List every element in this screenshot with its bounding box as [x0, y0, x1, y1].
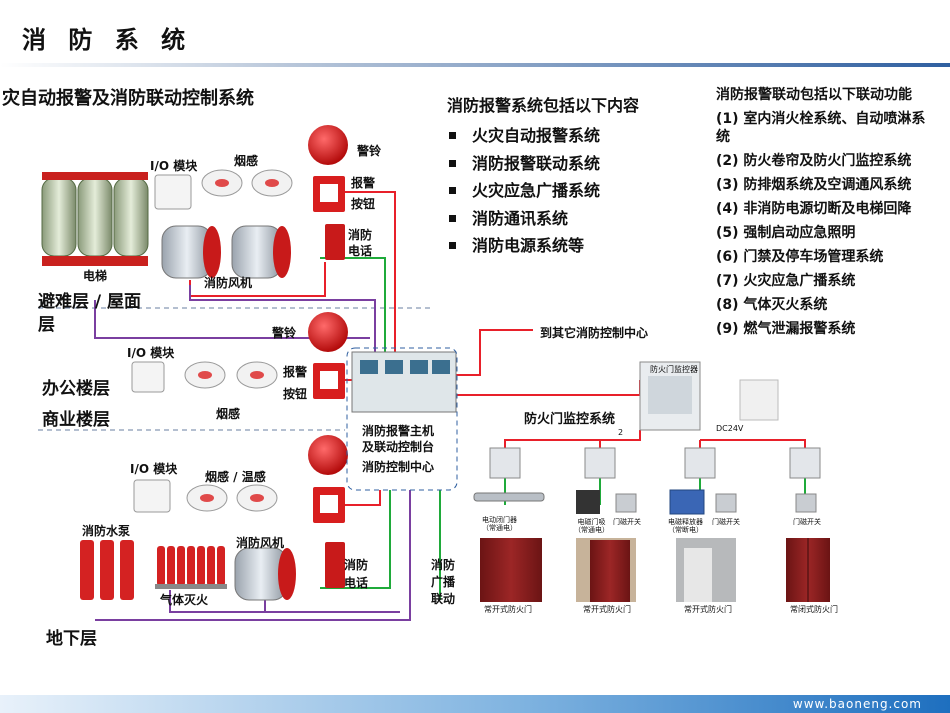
- broadcast-label-3: 联动: [431, 592, 456, 606]
- door-caption-1: 常开式防火门: [484, 605, 532, 614]
- floor-label-commercial: 商业楼层: [42, 410, 110, 430]
- list-item: (7) 火灾应急广播系统: [716, 273, 856, 289]
- gas-cylinders: [155, 546, 227, 589]
- bell-label-office: 警铃: [272, 326, 297, 340]
- phone-label-roof-2: 电话: [348, 244, 373, 258]
- to-other-center-label: 到其它消防控制中心: [540, 326, 649, 340]
- fire-pumps: [80, 540, 134, 600]
- bullet-icon: [449, 242, 456, 249]
- io-module-label-roof: I/O 模块: [150, 159, 198, 173]
- elevator-group: [41, 172, 149, 266]
- floor-label-refuge-2: 层: [38, 315, 55, 335]
- door-monitor-modules: [489, 447, 821, 479]
- pump-label: 消防水泵: [82, 524, 131, 538]
- list-item: 消防电源系统等: [447, 232, 697, 260]
- linkage-list-heading: 消防报警联动包括以下联动功能: [716, 87, 912, 103]
- center-label-3: 消防控制中心: [362, 460, 435, 474]
- wire-no-label: 2: [618, 428, 624, 437]
- manual-alarm-buttons: [313, 176, 345, 523]
- smoke-label-office: 烟感: [216, 407, 241, 421]
- door-caption-4: 常闭式防火门: [790, 605, 838, 614]
- closer-caption: 电动闭门器（常通电）: [482, 516, 517, 532]
- phone-label-basement-2: 电话: [344, 576, 369, 590]
- release-caption: 电磁释放器（常断电）: [668, 518, 703, 534]
- center-label-2: 及联动控制台: [362, 440, 435, 454]
- broadcast-label-1: 消防: [431, 558, 456, 572]
- floor-label-office: 办公楼层: [42, 379, 110, 399]
- door-hardware: [473, 489, 817, 515]
- door-switch-caption-3: 门磁开关: [793, 518, 821, 526]
- list-item: (8) 气体灭火系统: [716, 297, 828, 313]
- alarm-button-label-roof-1: 报警: [351, 176, 376, 190]
- door-caption-2: 常开式防火门: [583, 605, 631, 614]
- door-switch-caption-1: 门磁开关: [613, 518, 641, 526]
- fire-door-system-label: 防火门监控系统: [524, 412, 616, 427]
- io-module-label-basement: I/O 模块: [130, 462, 178, 476]
- list-item: (2) 防火卷帘及防火门监控系统: [716, 153, 912, 169]
- alarm-button-label-roof-2: 按钮: [351, 197, 376, 211]
- list-item: 火灾应急广播系统: [447, 177, 697, 205]
- bell-label-roof: 警铃: [357, 144, 382, 158]
- alarm-system-list-heading: 消防报警系统包括以下内容: [447, 96, 640, 115]
- io-module-boxes: [131, 174, 192, 513]
- bullet-icon: [449, 159, 456, 167]
- page-title: 消 防 系 统: [22, 26, 193, 54]
- phone-label-roof-1: 消防: [348, 228, 373, 242]
- list-item: (4) 非消防电源切断及电梯回降: [716, 201, 912, 217]
- linkage-function-list: 消防报警联动包括以下联动功能 (1) 室内消火栓系统、自动喷淋系统 (2) 防火…: [716, 86, 934, 344]
- list-item: 火灾自动报警系统: [447, 122, 697, 150]
- control-console: [346, 347, 458, 491]
- fans: [161, 225, 296, 601]
- fire-door-monitor-panel: [639, 361, 779, 431]
- floor-label-basement: 地下层: [46, 629, 97, 649]
- footer-url[interactable]: www.baoneng.com: [792, 697, 922, 711]
- diagram-subtitle: 灾自动报警及消防联动控制系统: [2, 88, 254, 109]
- smoke-detectors: [184, 169, 293, 512]
- bullet-icon: [449, 214, 456, 222]
- bus-wiring: [94, 285, 411, 621]
- bullet-icon: [449, 187, 456, 194]
- list-item: (1) 室内消火栓系统、自动喷淋系统: [716, 111, 926, 145]
- broadcast-label-2: 广播: [431, 575, 456, 589]
- list-item: (6) 门禁及停车场管理系统: [716, 249, 884, 265]
- alarm-button-label-office-2: 按钮: [283, 387, 308, 401]
- fan-label-basement: 消防风机: [236, 536, 285, 550]
- title-rule: [0, 63, 950, 67]
- fire-phones: [325, 224, 345, 588]
- holder-caption: 电磁门吸（常通电）: [574, 518, 609, 534]
- phone-label-basement-1: 消防: [344, 558, 369, 572]
- center-label-1: 消防报警主机: [362, 424, 435, 438]
- list-item: (3) 防排烟系统及空调通风系统: [716, 177, 912, 193]
- fire-doors: [480, 538, 830, 602]
- smoke-label-roof: 烟感: [234, 154, 259, 168]
- alarm-bells: [308, 125, 348, 475]
- elevator-label: 电梯: [83, 269, 108, 283]
- list-item: 消防通讯系统: [447, 205, 697, 233]
- door-caption-3: 常开式防火门: [684, 605, 732, 614]
- dc-label: DC24V: [716, 424, 744, 433]
- fire-door-monitor-label: 防火门监控器: [650, 365, 698, 374]
- list-item: (5) 强制启动应急照明: [716, 225, 856, 241]
- floor-label-refuge: 避难层 / 屋面: [38, 292, 142, 312]
- fan-label-roof: 消防风机: [204, 276, 253, 290]
- alarm-button-label-office-1: 报警: [283, 365, 308, 379]
- list-item: (9) 燃气泄漏报警系统: [716, 321, 856, 337]
- list-item: 消防报警联动系统: [447, 150, 697, 178]
- bullet-icon: [449, 132, 456, 139]
- footer-bar: [0, 695, 950, 713]
- gas-label: 气体灭火: [160, 593, 209, 607]
- alarm-system-list: 消防报警系统包括以下内容 火灾自动报警系统 消防报警联动系统 火灾应急广播系统 …: [447, 92, 697, 260]
- door-switch-caption-2: 门磁开关: [712, 518, 740, 526]
- io-module-label-office: I/O 模块: [127, 346, 175, 360]
- smoke-temp-label: 烟感 / 温感: [205, 470, 266, 484]
